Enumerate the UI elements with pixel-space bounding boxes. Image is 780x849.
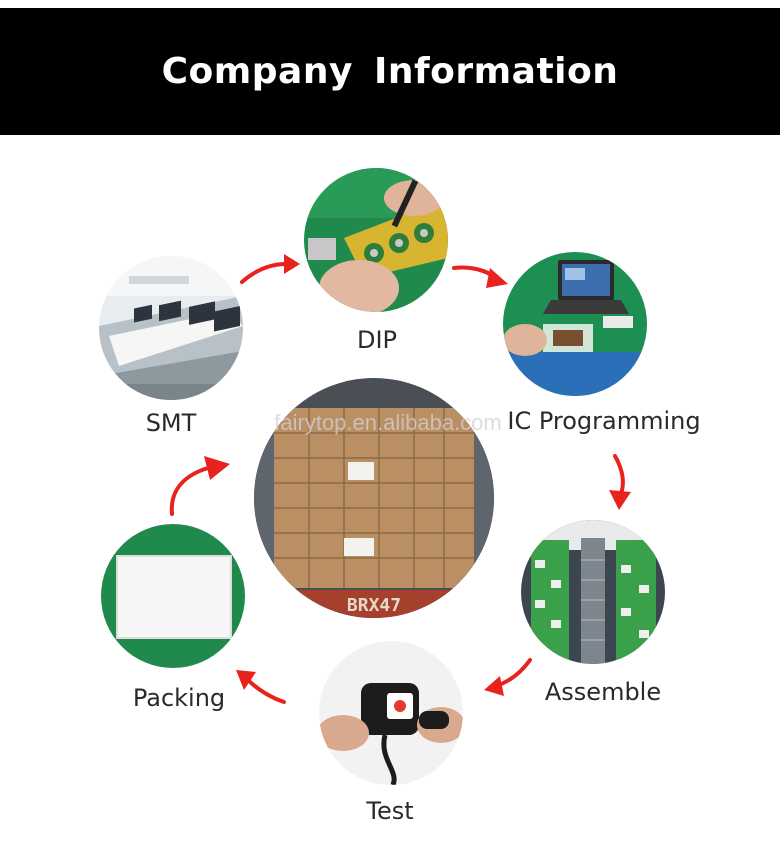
arrow-ic-to-assemble-icon [603,452,633,514]
test-label: Test [366,797,414,825]
packing-photo [101,524,245,668]
page-title: Company Information [161,51,619,92]
ic-programming-label: IC Programming [507,407,701,435]
arrow-test-to-packing-icon [232,664,288,706]
assemble-photo [521,520,665,664]
smt-label: SMT [145,409,197,437]
arrow-smt-to-dip-icon [238,250,302,286]
ic-programming-photo [503,252,647,396]
assemble-label: Assemble [544,678,662,706]
arrow-assemble-to-test-icon [480,656,534,698]
container-id-text: BRX47 [347,595,401,616]
header-banner: Company Information [0,8,780,135]
dip-label: DIP [356,326,398,354]
dip-photo [304,168,448,312]
packing-label: Packing [132,684,226,712]
arrow-packing-to-smt-icon [160,452,232,518]
test-photo [319,641,463,785]
arrow-dip-to-ic-icon [450,262,512,294]
watermark: fairytop.en.alibaba.com [274,410,502,435]
smt-photo [99,256,243,400]
